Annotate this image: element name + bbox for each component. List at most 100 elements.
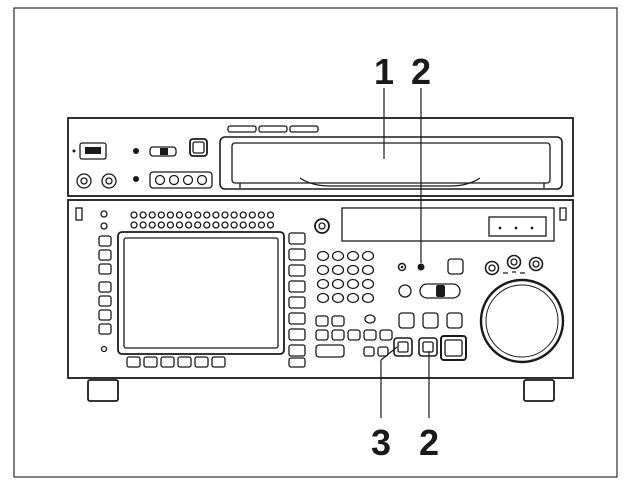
headphone-jack bbox=[76, 173, 92, 189]
panel-button bbox=[98, 309, 112, 321]
panel-handle bbox=[75, 207, 83, 221]
round-key bbox=[239, 221, 247, 229]
panel-handle bbox=[559, 207, 567, 221]
panel-button bbox=[98, 249, 112, 261]
button-3 bbox=[393, 337, 413, 357]
soft-key bbox=[160, 356, 175, 368]
round-key bbox=[166, 211, 175, 219]
toggle-switch bbox=[149, 146, 177, 157]
keypad-key bbox=[331, 292, 345, 304]
menu-monitor bbox=[117, 231, 285, 355]
keypad-key bbox=[361, 264, 375, 276]
top-tab bbox=[289, 125, 319, 133]
callout-2-bottom: 2 bbox=[419, 422, 439, 463]
keypad-key bbox=[346, 278, 360, 290]
soft-key bbox=[194, 356, 209, 368]
top-tab bbox=[227, 125, 257, 133]
edit-key bbox=[379, 329, 393, 341]
stop-button bbox=[440, 335, 467, 361]
control-panel bbox=[67, 199, 574, 379]
round-key bbox=[139, 221, 147, 229]
edit-key bbox=[331, 329, 345, 341]
round-key bbox=[130, 221, 138, 229]
keypad-key bbox=[316, 292, 330, 304]
round-key bbox=[248, 221, 256, 229]
led-icon bbox=[133, 148, 139, 154]
button-2-lower bbox=[418, 337, 438, 357]
var-button bbox=[506, 254, 522, 270]
panel-button bbox=[98, 323, 112, 335]
soft-key bbox=[143, 356, 158, 368]
indicator-led bbox=[417, 263, 425, 271]
round-key bbox=[212, 221, 220, 229]
round-key bbox=[221, 221, 229, 229]
foot-right bbox=[523, 379, 555, 402]
round-key bbox=[166, 221, 175, 229]
menu-key bbox=[288, 328, 306, 341]
round-key bbox=[230, 211, 238, 219]
keypad-key bbox=[361, 292, 375, 304]
time-display-indicators bbox=[488, 216, 547, 237]
round-key bbox=[157, 221, 165, 229]
shift-button bbox=[447, 258, 464, 275]
keypad-key bbox=[346, 292, 360, 304]
round-key bbox=[184, 221, 193, 229]
monitor-screen bbox=[123, 237, 279, 349]
round-key bbox=[257, 211, 266, 219]
keypad-key bbox=[331, 250, 345, 262]
round-key bbox=[194, 211, 202, 219]
menu-key bbox=[288, 312, 306, 325]
upper-deck bbox=[67, 117, 574, 197]
round-key bbox=[130, 211, 138, 219]
callout-3: 3 bbox=[371, 422, 391, 463]
round-key bbox=[212, 211, 220, 219]
jog-shuttle-dial bbox=[479, 278, 565, 364]
led-icon bbox=[133, 176, 139, 182]
left-function-buttons bbox=[98, 235, 112, 335]
round-key bbox=[239, 211, 247, 219]
cassette-flap-edge bbox=[299, 177, 481, 187]
monitor-soft-buttons bbox=[126, 356, 226, 368]
round-key bbox=[203, 211, 211, 219]
soft-key bbox=[177, 356, 192, 368]
led-icon bbox=[72, 149, 76, 153]
round-key bbox=[175, 221, 184, 229]
keypad-key bbox=[331, 264, 345, 276]
edit-key bbox=[377, 346, 389, 357]
panel-button bbox=[98, 295, 112, 307]
round-key bbox=[148, 221, 156, 229]
figure-frame bbox=[13, 7, 618, 478]
foot-left bbox=[87, 379, 119, 402]
edit-key bbox=[331, 315, 345, 327]
round-key bbox=[248, 211, 256, 219]
keypad-key bbox=[361, 278, 375, 290]
round-key bbox=[266, 211, 275, 219]
menu-key bbox=[288, 296, 306, 309]
edit-key bbox=[347, 329, 361, 341]
numeric-keypad bbox=[316, 250, 375, 304]
round-key bbox=[175, 211, 184, 219]
top-round-buttons bbox=[130, 211, 275, 229]
menu-key bbox=[288, 344, 306, 357]
menu-side-buttons bbox=[288, 232, 306, 368]
edit-buttons bbox=[315, 314, 393, 358]
keypad-key bbox=[316, 264, 330, 276]
round-key bbox=[157, 211, 165, 219]
jog-button bbox=[484, 260, 500, 276]
shuttle-button bbox=[528, 256, 544, 272]
keypad-key bbox=[331, 278, 345, 290]
audio-button-group bbox=[149, 171, 213, 189]
round-key bbox=[184, 211, 193, 219]
mode-slider bbox=[419, 283, 461, 299]
round-key bbox=[266, 221, 275, 229]
edit-key-wide bbox=[315, 344, 345, 358]
keypad-key bbox=[346, 264, 360, 276]
level-knob bbox=[101, 173, 117, 189]
soft-key bbox=[211, 356, 226, 368]
cassette-compartment bbox=[219, 136, 563, 190]
menu-key bbox=[288, 232, 306, 245]
menu-key bbox=[288, 280, 306, 293]
panel-button bbox=[98, 263, 112, 275]
